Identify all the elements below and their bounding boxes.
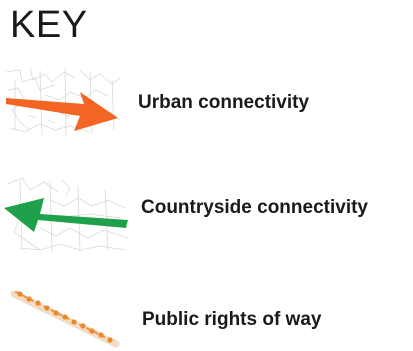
legend-item-countryside-connectivity: Countryside connectivity — [0, 170, 413, 260]
legend-label-countryside: Countryside connectivity — [141, 197, 368, 218]
green-arrow-left-icon — [4, 177, 129, 253]
dotted-path-line-icon — [10, 290, 120, 348]
legend-label-urban: Urban connectivity — [138, 92, 310, 113]
legend-label-public-rights: Public rights of way — [142, 309, 322, 330]
legend-item-urban-connectivity: Urban connectivity — [0, 60, 413, 150]
countryside-arrow-shape — [4, 198, 128, 232]
legend-item-public-rights-of-way: Public rights of way — [0, 280, 413, 350]
key-title: KEY — [10, 4, 88, 46]
path-dots — [17, 291, 113, 343]
urban-arrow-shape — [6, 92, 118, 131]
orange-arrow-right-icon — [5, 67, 121, 137]
